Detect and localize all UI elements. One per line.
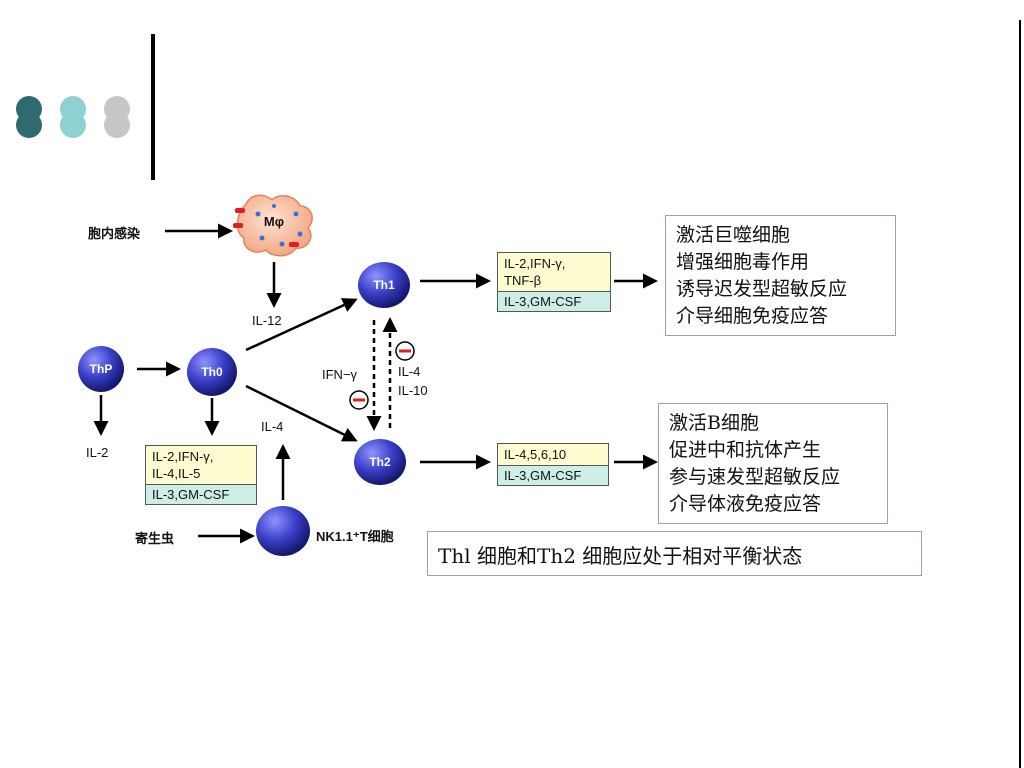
th2-cytokine-line-1: IL-4,5,6,10 [504, 447, 567, 462]
th2-cytokine-green: IL-3,GM-CSF [498, 465, 608, 485]
thp-cell [78, 346, 124, 392]
th1-cytokine-line-2: TNF-β [504, 273, 542, 288]
nk-t-cell [256, 506, 310, 556]
il12-label: IL-12 [252, 313, 282, 328]
th1-effect-3: 诱导迟发型超敏反应 [676, 278, 848, 300]
right-edge-line [1019, 20, 1021, 768]
th2-effect-1: 激活B细胞 [669, 412, 759, 434]
macrophage-cell [233, 194, 313, 257]
title-divider-line [151, 34, 155, 180]
il4-label: IL-4 [261, 419, 284, 434]
th2-effects-box: 激活B细胞 促进中和抗体产生 参与速发型超敏反应 介导体液免疫应答 [658, 403, 888, 524]
th2-effect-2: 促进中和抗体产生 [669, 439, 822, 461]
il4-inhibit-label: IL-4 [398, 364, 421, 379]
arrows [93, 223, 658, 544]
decor-dot-dark-bottom [16, 112, 42, 138]
th2-cytokine-box: IL-4,5,6,10 IL-3,GM-CSF [497, 443, 609, 486]
th1-cell [358, 262, 410, 308]
th2-cell [354, 439, 406, 485]
arrow-th0-to-th1 [245, 298, 358, 352]
inhibit-icon-il4-il10 [395, 341, 415, 361]
ifn-gamma-label: IFN−γ [322, 367, 358, 382]
balance-caption: Thl 细胞和Th2 细胞应处于相对平衡状态 [427, 531, 922, 576]
parasite-label: 寄生虫 [135, 532, 175, 547]
th0-cell [187, 348, 237, 396]
th1-effect-4: 介导细胞免疫应答 [676, 305, 829, 327]
th1-effect-1: 激活巨噬细胞 [676, 224, 791, 246]
arrow-th0-to-th2 [245, 384, 358, 442]
th2-effect-3: 参与速发型超敏反应 [669, 466, 841, 488]
th1-cytokine-green: IL-3,GM-CSF [498, 291, 610, 311]
th0-cytokine-line-1: IL-2,IFN-γ, [152, 449, 214, 464]
th0-cytokine-line-2: IL-4,IL-5 [152, 466, 201, 481]
th0-cytokine-box: IL-2,IFN-γ, IL-4,IL-5 IL-3,GM-CSF [145, 445, 257, 505]
th1-cytokine-line-1: IL-2,IFN-γ, [504, 256, 566, 271]
il10-inhibit-label: IL-10 [398, 383, 428, 398]
th1-effect-2: 增强细胞毒作用 [676, 251, 810, 273]
th0-cytokine-green: IL-3,GM-CSF [146, 484, 256, 504]
th1-effects-box: 激活巨噬细胞 增强细胞毒作用 诱导迟发型超敏反应 介导细胞免疫应答 [665, 215, 896, 336]
nk-t-cell-label: NK1.1⁺T细胞 [316, 529, 394, 544]
il2-label: IL-2 [86, 445, 109, 460]
decor-dot-teal-bottom [60, 112, 86, 138]
th1-cytokine-box: IL-2,IFN-γ, TNF-β IL-3,GM-CSF [497, 252, 611, 312]
intracellular-infection-label: 胞内感染 [88, 227, 141, 242]
th2-effect-4: 介导体液免疫应答 [669, 493, 822, 515]
inhibit-icon-ifn-gamma [349, 390, 369, 410]
decor-dot-gray-bottom [104, 112, 130, 138]
